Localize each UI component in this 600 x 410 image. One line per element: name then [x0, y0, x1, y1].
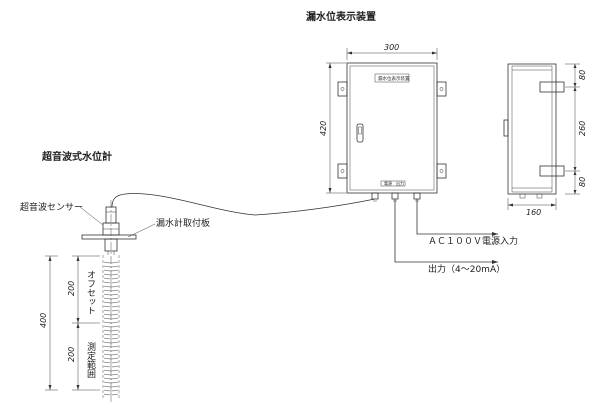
gauge-title: 超音波式水位計	[41, 150, 112, 163]
beam-wave-arc	[103, 277, 119, 280]
panel-nameplate	[374, 73, 410, 83]
beam-wave-arc	[103, 321, 119, 324]
beam-wave-arc	[103, 301, 119, 304]
beam-wave-arc	[103, 369, 119, 372]
beam-wave-arc	[103, 325, 119, 328]
dim-side-middle: 260	[578, 121, 587, 136]
beam-wave-arc	[103, 333, 119, 336]
beam-wave-arc	[103, 393, 119, 396]
beam-wave-arc	[103, 261, 119, 264]
ultrasonic-sensor	[81, 206, 137, 255]
beam-wave-arc	[103, 265, 119, 268]
panel-nameplate-text: 漏水位表示装置	[378, 75, 410, 82]
dim-gauge-total: 400	[39, 313, 48, 328]
beam-wave-arc	[103, 385, 119, 388]
beam-wave-arc	[103, 297, 119, 300]
beam-wave-arc	[103, 349, 119, 352]
panel-front-view: 300 420 漏水位表示装置 電源 出力	[319, 43, 447, 202]
beam-wave-arc	[103, 273, 119, 276]
beam-wave-arc	[103, 313, 119, 316]
beam-wave-arc	[103, 309, 119, 312]
beam-wave-arc	[103, 337, 119, 340]
beam-wave-arc	[103, 317, 119, 320]
dim-gauge-offset: 200	[67, 281, 76, 296]
dim-panel-height: 420	[319, 121, 328, 136]
dim-side-top: 80	[578, 70, 587, 80]
beam-wave-arc	[103, 305, 119, 308]
beam-wave-arc	[103, 269, 119, 272]
panel-bottom-label-right: 出力	[396, 180, 404, 186]
beam-wave-arc	[103, 329, 119, 332]
beam-wave-arc	[103, 381, 119, 384]
beam-wave-arc	[103, 281, 119, 284]
sensor-label: 超音波センサー	[20, 201, 83, 213]
beam-waves	[103, 261, 119, 396]
dim-panel-width: 300	[384, 43, 399, 52]
panel-bottom-label-left: 電源	[384, 180, 392, 186]
bracket-label: 漏水計取付板	[156, 217, 210, 229]
door-handle	[356, 123, 364, 143]
beam-wave-arc	[103, 341, 119, 344]
panel-side-view: 80 260 80 160	[503, 63, 587, 217]
beam-wave-arc	[103, 345, 119, 348]
beam-wave-arc	[103, 285, 119, 288]
beam-wave-arc	[103, 389, 119, 392]
beam-wave-arc	[103, 361, 119, 364]
beam-wave-arc	[103, 353, 119, 356]
power-cable-label: ＡＣ１００Ｖ電源入力	[428, 235, 518, 247]
range-label: 測定範囲	[85, 341, 96, 379]
beam-wave-arc	[103, 293, 119, 296]
dim-side-depth: 160	[526, 208, 541, 217]
dim-gauge-range: 200	[67, 347, 76, 362]
beam-wave-arc	[103, 289, 119, 292]
output-cable-label: 出力（4～20mA）	[428, 263, 505, 275]
cables	[111, 193, 498, 264]
beam-wave-arc	[103, 373, 119, 376]
display-title: 漏水位表示装置	[306, 10, 376, 23]
dim-side-bottom: 80	[578, 177, 587, 187]
beam-wave-arc	[103, 377, 119, 380]
beam-wave-arc	[103, 357, 119, 360]
beam-wave-arc	[103, 365, 119, 368]
gauge-dimensions: 400 200 200	[39, 255, 100, 391]
offset-label: オフセット	[85, 270, 96, 315]
